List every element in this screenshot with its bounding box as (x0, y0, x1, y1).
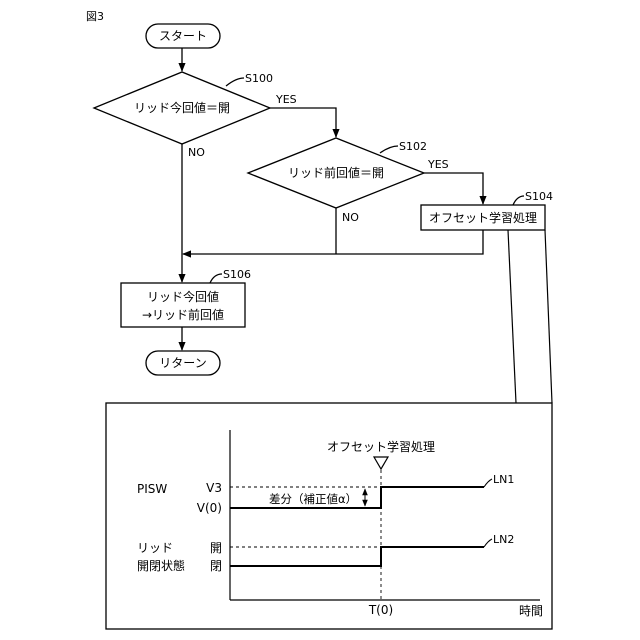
end-label: リターン (159, 356, 206, 370)
step-s106: S106 (223, 268, 251, 281)
timing-chart-text: オフセット学習処理 PISW V3 V(0) 差分（補正値α） LN1 リッド … (137, 439, 543, 618)
timing-chart (230, 430, 540, 600)
ln1-leader (484, 479, 492, 487)
connector-s100-yes (270, 108, 336, 137)
event-label: オフセット学習処理 (327, 439, 435, 454)
connector-s102-yes (424, 173, 483, 204)
connector-s104-merge (183, 230, 483, 254)
leader-s106 (210, 274, 222, 283)
event-triangle-marker (374, 457, 388, 469)
ln2-label: LN2 (493, 533, 514, 546)
leader-s102 (380, 146, 398, 153)
s102-no-label: NO (342, 211, 359, 224)
lid-signal-ln2 (230, 547, 484, 566)
s100-yes-label: YES (275, 93, 297, 106)
flowchart (94, 24, 545, 375)
lid-label-line2: 開閉状態 (137, 558, 185, 573)
leader-s104 (513, 196, 524, 205)
step-s100: S100 (245, 72, 273, 85)
decision-previous-text: リッド前回値＝開 (288, 165, 384, 180)
closed-label: 閉 (210, 559, 222, 573)
lid-label-line1: リッド (137, 541, 173, 555)
t0-label: T(0) (368, 603, 393, 617)
ln2-leader (484, 539, 492, 547)
flowchart-text: スタート リッド今回値＝開 S100 YES NO リッド前回値＝開 S102 … (134, 29, 553, 370)
time-axis-label: 時間 (519, 604, 543, 618)
difference-label: 差分（補正値α） (269, 492, 357, 506)
decision-current-text: リッド今回値＝開 (134, 100, 230, 115)
v3-label: V3 (206, 481, 222, 495)
v0-label: V(0) (197, 501, 222, 515)
s102-yes-label: YES (427, 158, 449, 171)
process-update-line2: →リッド前回値 (142, 307, 224, 322)
callout-lines (508, 230, 552, 403)
step-s104: S104 (525, 190, 553, 203)
ln1-label: LN1 (493, 473, 514, 486)
timing-chart-frame (106, 403, 552, 629)
start-label: スタート (159, 29, 207, 43)
step-s102: S102 (399, 140, 427, 153)
process-offset-text: オフセット学習処理 (429, 210, 537, 225)
open-label: 開 (210, 541, 222, 555)
process-update-line1: リッド今回値 (147, 289, 219, 304)
s100-no-label: NO (188, 146, 205, 159)
pisw-label: PISW (137, 482, 167, 496)
leader-s100 (226, 78, 244, 86)
